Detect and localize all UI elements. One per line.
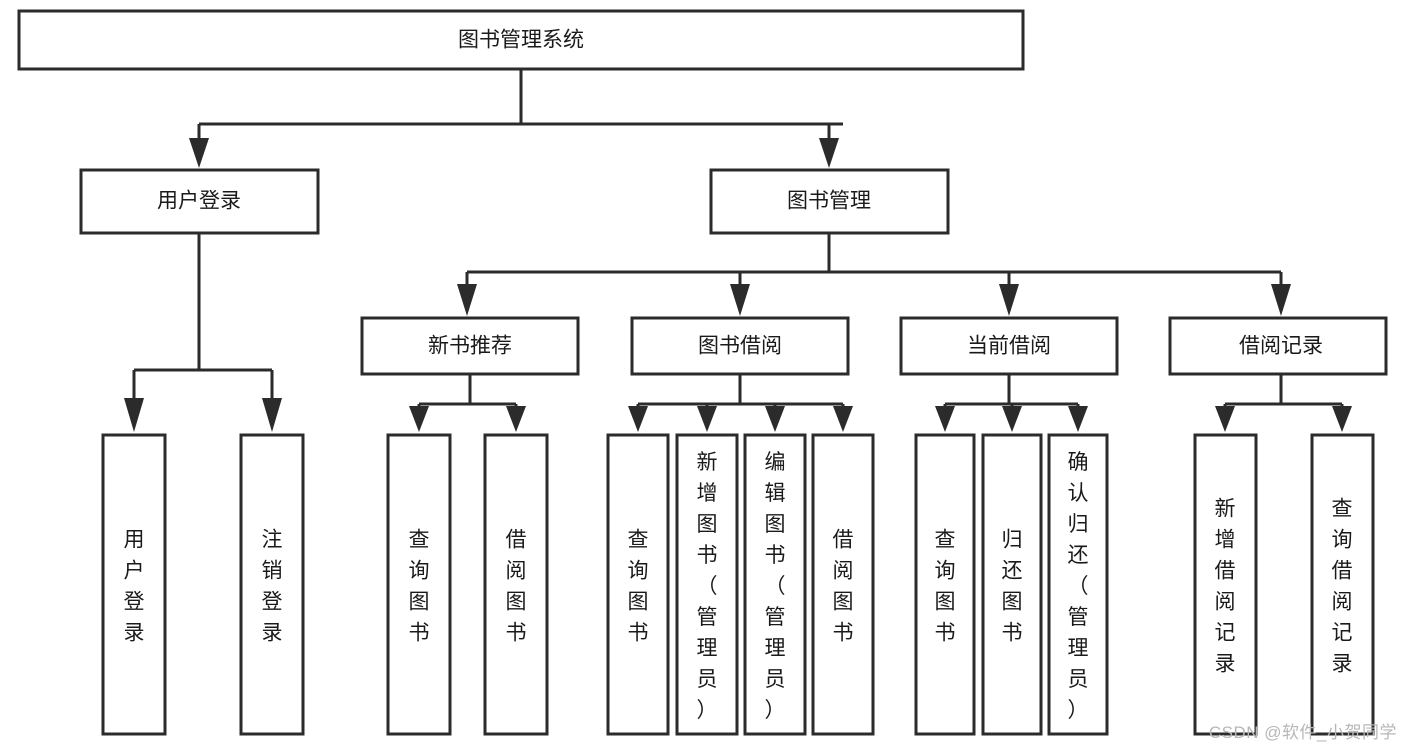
node-current-borrow-box: [899, 316, 1119, 376]
leaf-bookborrow-edit-book-label: 编辑图书（管理员）: [765, 451, 786, 722]
leaf-currentborrow-confirm-return-box: [1047, 433, 1109, 736]
leaf-bookborrow-edit-book[interactable]: 编辑图书（管理员）: [743, 433, 807, 736]
leaf-bookborrow-query-book[interactable]: 查询图书: [606, 433, 670, 736]
connector-new-book-branch: [417, 374, 518, 410]
connector-root-trunk: [197, 69, 843, 140]
node-user-login-label: 用户登录: [157, 190, 241, 213]
arrow-head-current-borrow: [999, 284, 1019, 316]
node-book-borrow-label: 图书借阅: [698, 335, 782, 358]
node-new-book-label: 新书推荐: [428, 335, 512, 358]
leaf-record-add-record-box: [1193, 433, 1258, 736]
arrow-head-book-borrow: [730, 284, 750, 316]
leaf-bookborrow-edit-book-box: [743, 433, 807, 736]
arrow-head-leaf-confirm-return: [1068, 406, 1088, 432]
arrow-head-leaf-logout: [262, 398, 282, 432]
node-book-manage-label: 图书管理: [787, 190, 871, 213]
arrow-head-leaf-query-book-3: [935, 406, 955, 432]
leaf-newbook-query-book[interactable]: 查询图书: [386, 433, 452, 736]
arrow-head-leaf-add-book: [697, 406, 717, 432]
node-new-book-box: [360, 316, 580, 376]
connector-book-borrow-branch: [636, 374, 845, 410]
csdn-watermark: CSDN @软件_小贺同学: [1208, 723, 1397, 742]
arrow-head-leaf-query-record: [1332, 406, 1352, 432]
node-book-borrow-box: [630, 316, 850, 376]
leaf-bookborrow-borrow-book[interactable]: 借阅图书: [811, 433, 875, 736]
leaf-newbook-borrow-book[interactable]: 借阅图书: [483, 433, 549, 736]
leaf-record-add-record[interactable]: 新增借阅记录: [1193, 433, 1258, 736]
leaf-user-login[interactable]: 用户登录: [101, 433, 167, 736]
leaf-record-query-record-box: [1310, 433, 1375, 736]
node-root-label: 图书管理系统: [458, 29, 584, 52]
node-borrow-record-label: 借阅记录: [1239, 335, 1323, 358]
node-book-manage[interactable]: 图书管理: [709, 168, 950, 235]
connector-user-login-branch: [132, 233, 274, 400]
node-borrow-record-box: [1168, 316, 1388, 376]
arrow-head-user-login: [189, 138, 209, 168]
leaf-user-login-label: 用户登录: [124, 529, 145, 645]
leaf-bookborrow-borrow-book-label: 借阅图书: [833, 529, 854, 645]
leaf-bookborrow-add-book-label: 新增图书（管理员）: [697, 451, 718, 722]
arrow-head-leaf-add-record: [1215, 406, 1235, 432]
connector-borrow-record-branch: [1223, 374, 1344, 410]
leaf-record-add-record-label: 新增借阅记录: [1215, 498, 1236, 676]
arrow-head-leaf-borrow-book-2: [833, 406, 853, 432]
leaf-newbook-borrow-book-label: 借阅图书: [506, 529, 527, 645]
arrow-head-borrow-record: [1271, 284, 1291, 316]
arrow-head-leaf-return-book: [1002, 406, 1022, 432]
node-book-borrow[interactable]: 图书借阅: [630, 316, 850, 376]
leaf-logout[interactable]: 注销登录: [239, 433, 305, 736]
arrow-head-leaf-query-book-1: [409, 406, 429, 432]
connector-current-borrow-branch: [943, 374, 1080, 410]
leaf-record-query-record-label: 查询借阅记录: [1332, 498, 1353, 676]
node-root[interactable]: 图书管理系统: [17, 9, 1025, 71]
leaf-currentborrow-query-book-box: [914, 433, 976, 736]
leaf-bookborrow-query-book-label: 查询图书: [628, 529, 649, 645]
arrow-head-leaf-query-book-2: [628, 406, 648, 432]
leaf-currentborrow-return-book-label: 归还图书: [1002, 529, 1023, 645]
arrow-head-leaf-edit-book: [765, 406, 785, 432]
leaf-bookborrow-add-book[interactable]: 新增图书（管理员）: [675, 433, 739, 736]
node-user-login-box: [79, 168, 320, 235]
leaf-currentborrow-return-book-box: [981, 433, 1043, 736]
leaf-newbook-borrow-book-box: [483, 433, 549, 736]
leaf-currentborrow-confirm-return[interactable]: 确认归还（管理员）: [1047, 433, 1109, 736]
node-root-box: [17, 9, 1025, 71]
leaf-currentborrow-query-book[interactable]: 查询图书: [914, 433, 976, 736]
arrow-head-new-book: [457, 284, 477, 316]
leaf-newbook-query-book-box: [386, 433, 452, 736]
leaf-currentborrow-confirm-return-label: 确认归还（管理员）: [1068, 451, 1089, 722]
arrow-head-leaf-user-login: [124, 398, 144, 432]
node-user-login[interactable]: 用户登录: [79, 168, 320, 235]
leaf-currentborrow-query-book-label: 查询图书: [935, 529, 956, 645]
node-current-borrow[interactable]: 当前借阅: [899, 316, 1119, 376]
leaf-record-query-record[interactable]: 查询借阅记录: [1310, 433, 1375, 736]
arrow-head-book-manage: [819, 138, 839, 168]
leaf-currentborrow-return-book[interactable]: 归还图书: [981, 433, 1043, 736]
leaf-bookborrow-borrow-book-box: [811, 433, 875, 736]
node-current-borrow-label: 当前借阅: [967, 335, 1051, 358]
arrow-head-leaf-borrow-book-1: [506, 406, 526, 432]
leaf-bookborrow-query-book-box: [606, 433, 670, 736]
leaf-logout-label: 注销登录: [262, 529, 283, 645]
node-new-book[interactable]: 新书推荐: [360, 316, 580, 376]
leaf-newbook-query-book-label: 查询图书: [409, 529, 430, 645]
node-book-manage-box: [709, 168, 950, 235]
node-borrow-record[interactable]: 借阅记录: [1168, 316, 1388, 376]
leaf-logout-box: [239, 433, 305, 736]
connector-book-manage-trunk: [465, 233, 1283, 286]
leaf-bookborrow-add-book-box: [675, 433, 739, 736]
connector-layer: [124, 69, 1352, 432]
leaf-user-login-box: [101, 433, 167, 736]
